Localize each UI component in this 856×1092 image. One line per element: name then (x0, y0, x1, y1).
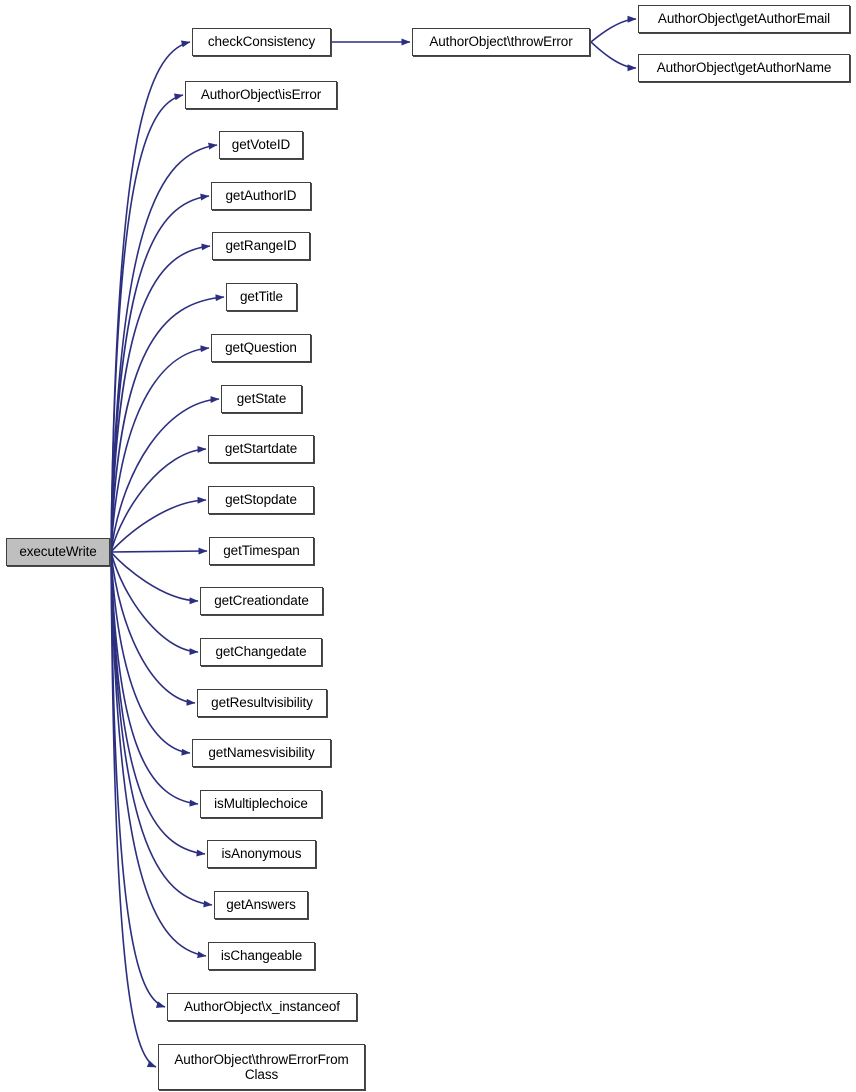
graph-node-getNamesvisibility[interactable]: getNamesvisibility (192, 739, 331, 767)
edge-executeWrite-to-checkConsistency (110, 40, 191, 553)
graph-node-getRangeID[interactable]: getRangeID (212, 232, 310, 260)
graph-node-getStopdate[interactable]: getStopdate (208, 486, 314, 514)
graph-node-getState[interactable]: getState (221, 385, 302, 413)
edge-executeWrite-to-x_instanceof (110, 551, 166, 1008)
edge-executeWrite-to-getResultvisibility (110, 551, 196, 706)
graph-node-getTitle[interactable]: getTitle (226, 283, 297, 311)
edge-executeWrite-to-throwErrorFromClass (110, 551, 157, 1068)
graph-node-isChangeable[interactable]: isChangeable (208, 942, 315, 970)
graph-node-checkConsistency[interactable]: checkConsistency (192, 28, 331, 56)
edge-executeWrite-to-getStopdate (110, 496, 207, 553)
graph-node-throwErrorFromClass[interactable]: AuthorObject\throwErrorFrom Class (158, 1044, 365, 1090)
edge-executeWrite-to-getAuthorID (110, 193, 210, 553)
edge-executeWrite-to-getRangeID (110, 243, 211, 553)
graph-node-getStartdate[interactable]: getStartdate (208, 435, 314, 463)
edge-executeWrite-to-getNamesvisibility (110, 551, 191, 756)
graph-node-getAnswers[interactable]: getAnswers (214, 891, 308, 919)
edge-throwError-to-getAuthorName (590, 41, 637, 72)
graph-node-getChangedate[interactable]: getChangedate (200, 638, 322, 666)
graph-node-getTimespan[interactable]: getTimespan (209, 537, 314, 565)
edge-executeWrite-to-getStartdate (110, 445, 207, 553)
graph-node-x_instanceof[interactable]: AuthorObject\x_instanceof (167, 993, 357, 1021)
edge-executeWrite-to-getCreationdate (110, 551, 199, 605)
edge-executeWrite-to-isMultiplechoice (110, 551, 199, 807)
edge-executeWrite-to-isError (110, 93, 184, 553)
graph-node-isAnonymous[interactable]: isAnonymous (207, 840, 316, 868)
edge-executeWrite-to-getChangedate (110, 551, 199, 656)
edge-executeWrite-to-getVoteID (110, 142, 218, 553)
graph-node-getQuestion[interactable]: getQuestion (211, 334, 311, 362)
graph-node-isError[interactable]: AuthorObject\isError (185, 81, 337, 109)
edge-executeWrite-to-getTimespan (110, 547, 208, 555)
graph-node-getAuthorEmail[interactable]: AuthorObject\getAuthorEmail (638, 5, 850, 33)
graph-node-getResultvisibility[interactable]: getResultvisibility (197, 689, 327, 717)
edge-executeWrite-to-getAnswers (110, 551, 213, 908)
edge-throwError-to-getAuthorEmail (590, 15, 637, 43)
edge-executeWrite-to-getState (110, 396, 220, 553)
edge-executeWrite-to-getQuestion (110, 345, 210, 553)
graph-node-throwError[interactable]: AuthorObject\throwError (412, 28, 590, 56)
graph-node-getVoteID[interactable]: getVoteID (219, 131, 303, 159)
graph-node-getAuthorName[interactable]: AuthorObject\getAuthorName (638, 54, 850, 82)
edge-executeWrite-to-isAnonymous (110, 551, 206, 857)
graph-node-isMultiplechoice[interactable]: isMultiplechoice (200, 790, 322, 818)
edge-paths (110, 15, 637, 1068)
graph-node-getAuthorID[interactable]: getAuthorID (211, 182, 311, 210)
graph-node-executeWrite[interactable]: executeWrite (6, 538, 110, 566)
graph-node-getCreationdate[interactable]: getCreationdate (200, 587, 323, 615)
